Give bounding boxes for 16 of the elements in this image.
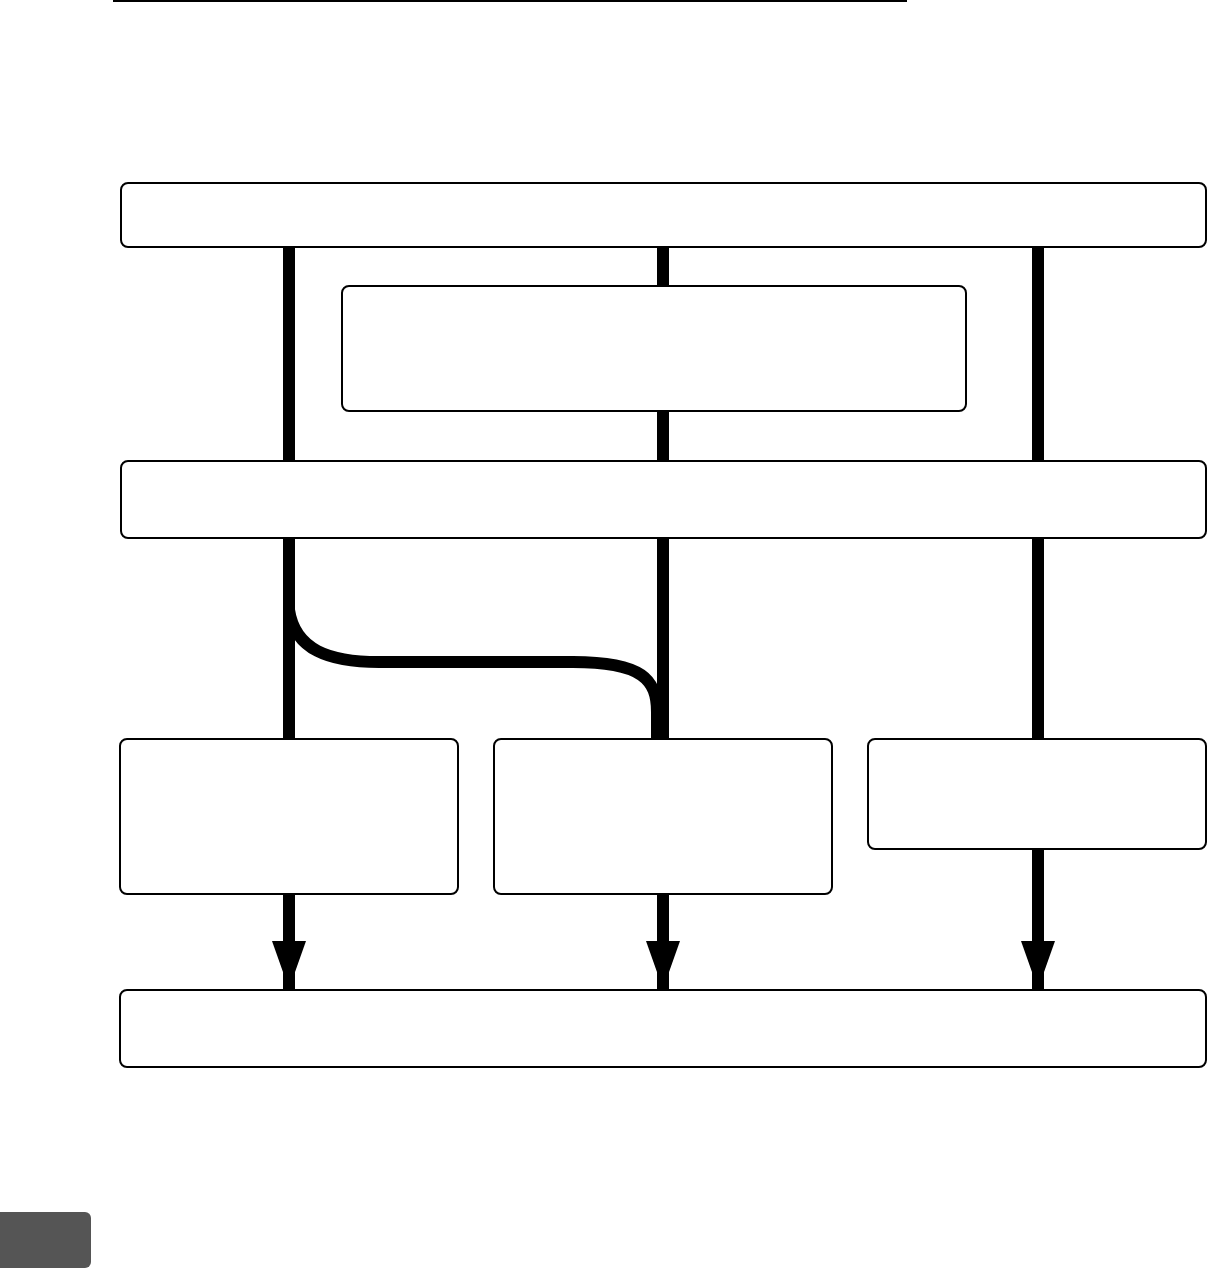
process-box bbox=[867, 738, 1207, 850]
connector-line bbox=[1032, 248, 1044, 460]
connector-line bbox=[1032, 539, 1044, 738]
arrow bbox=[272, 895, 306, 989]
process-box bbox=[120, 460, 1207, 539]
process-box bbox=[493, 738, 833, 895]
connector-line bbox=[657, 248, 669, 285]
process-box bbox=[120, 182, 1207, 248]
connector-line bbox=[657, 412, 669, 460]
arrow bbox=[1021, 850, 1055, 989]
connector-line bbox=[283, 248, 295, 460]
process-box bbox=[119, 989, 1207, 1068]
process-box bbox=[341, 285, 967, 412]
process-box bbox=[119, 738, 459, 895]
arrow bbox=[646, 895, 680, 989]
connector-line bbox=[657, 539, 669, 738]
